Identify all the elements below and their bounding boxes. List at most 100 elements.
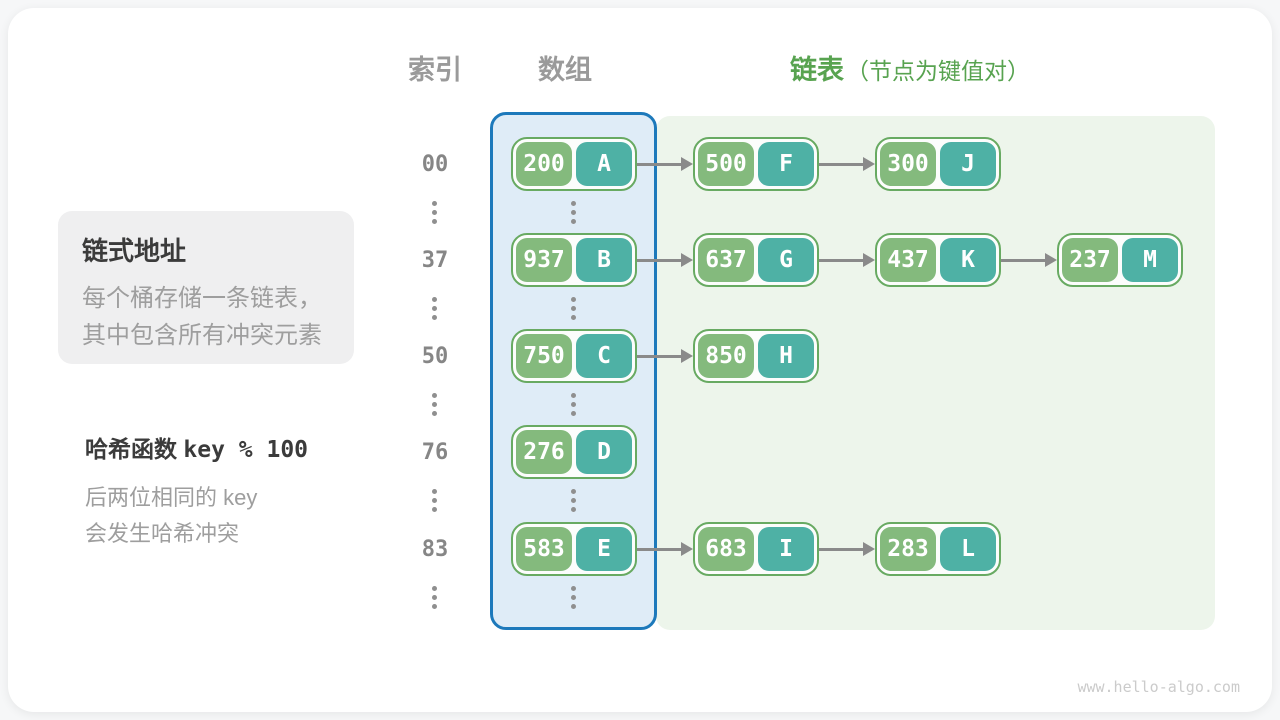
ellipsis-dot (571, 498, 576, 503)
vertical-ellipsis (432, 393, 437, 416)
ellipsis-dot (432, 402, 437, 407)
pointer-arrow (819, 233, 875, 287)
arrow-head-icon (863, 157, 875, 171)
hash-note-line: 后两位相同的 key (85, 485, 258, 510)
ellipsis-dot (571, 595, 576, 600)
arrow-head-icon (681, 253, 693, 267)
arrow-line (637, 547, 682, 551)
vertical-ellipsis (432, 297, 437, 320)
list-header-note: （节点为键值对） (846, 58, 1030, 84)
ellipsis-dot (432, 201, 437, 206)
ellipsis-dot (432, 498, 437, 503)
ellipsis-dot (432, 507, 437, 512)
node-value: G (758, 238, 814, 282)
node-value: F (758, 142, 814, 186)
ellipsis-dot (571, 201, 576, 206)
ellipsis-dot (571, 297, 576, 302)
arrow-line (637, 162, 682, 166)
ellipsis-dot (432, 595, 437, 600)
ellipsis-dot (571, 393, 576, 398)
arrow-head-icon (681, 542, 693, 556)
arrow-head-icon (863, 542, 875, 556)
node-key: 850 (698, 334, 754, 378)
pointer-arrow (819, 522, 875, 576)
arrow-head-icon (1045, 253, 1057, 267)
node-key: 300 (880, 142, 936, 186)
ellipsis-dot (432, 586, 437, 591)
node-key: 437 (880, 238, 936, 282)
node-key: 683 (698, 527, 754, 571)
ellipsis-dot (432, 489, 437, 494)
node-value: C (576, 334, 632, 378)
ellipsis-dot (571, 507, 576, 512)
hash-note-line: 会发生哈希冲突 (85, 521, 240, 546)
ellipsis-dot (432, 219, 437, 224)
arrow-line (1001, 258, 1046, 262)
ellipsis-dot (571, 315, 576, 320)
concept-card: 链式地址 每个桶存储一条链表， 其中包含所有冲突元素 (58, 211, 354, 364)
node-key: 637 (698, 238, 754, 282)
column-header-index: 索引 (408, 55, 462, 85)
bucket-index: 83 (421, 536, 449, 562)
list-header-label: 链表 (790, 55, 844, 85)
pointer-arrow (637, 522, 693, 576)
bucket-index: 76 (421, 439, 449, 465)
arrow-line (819, 547, 864, 551)
node-key: 283 (880, 527, 936, 571)
concept-card-line: 其中包含所有冲突元素 (82, 322, 322, 349)
arrow-line (637, 354, 682, 358)
vertical-ellipsis (571, 201, 576, 224)
vertical-ellipsis (432, 201, 437, 224)
node-key: 276 (516, 430, 572, 474)
hash-function-note: 哈希函数 key % 100 后两位相同的 key 会发生哈希冲突 (85, 430, 308, 552)
node-value: L (940, 527, 996, 571)
pointer-arrow (637, 233, 693, 287)
node-key: 937 (516, 238, 572, 282)
node-value: B (576, 238, 632, 282)
arrow-line (637, 258, 682, 262)
ellipsis-dot (571, 411, 576, 416)
vertical-ellipsis (571, 489, 576, 512)
hash-function-code: key % 100 (183, 437, 309, 463)
ellipsis-dot (571, 489, 576, 494)
ellipsis-dot (432, 315, 437, 320)
ellipsis-dot (571, 402, 576, 407)
ellipsis-dot (571, 210, 576, 215)
vertical-ellipsis (432, 586, 437, 609)
node-key: 750 (516, 334, 572, 378)
ellipsis-dot (432, 210, 437, 215)
ellipsis-dot (571, 604, 576, 609)
ellipsis-dot (571, 219, 576, 224)
pointer-arrow (819, 137, 875, 191)
node-value: K (940, 238, 996, 282)
arrow-head-icon (681, 349, 693, 363)
ellipsis-dot (571, 306, 576, 311)
bucket-index: 37 (421, 247, 449, 273)
node-key: 583 (516, 527, 572, 571)
node-value: H (758, 334, 814, 378)
vertical-ellipsis (571, 297, 576, 320)
ellipsis-dot (432, 306, 437, 311)
column-header-array: 数组 (538, 55, 592, 85)
arrow-line (819, 258, 864, 262)
node-value: I (758, 527, 814, 571)
arrow-line (819, 162, 864, 166)
node-value: M (1122, 238, 1178, 282)
node-value: E (576, 527, 632, 571)
concept-card-title: 链式地址 (82, 236, 187, 266)
vertical-ellipsis (432, 489, 437, 512)
bucket-index: 00 (421, 151, 449, 177)
